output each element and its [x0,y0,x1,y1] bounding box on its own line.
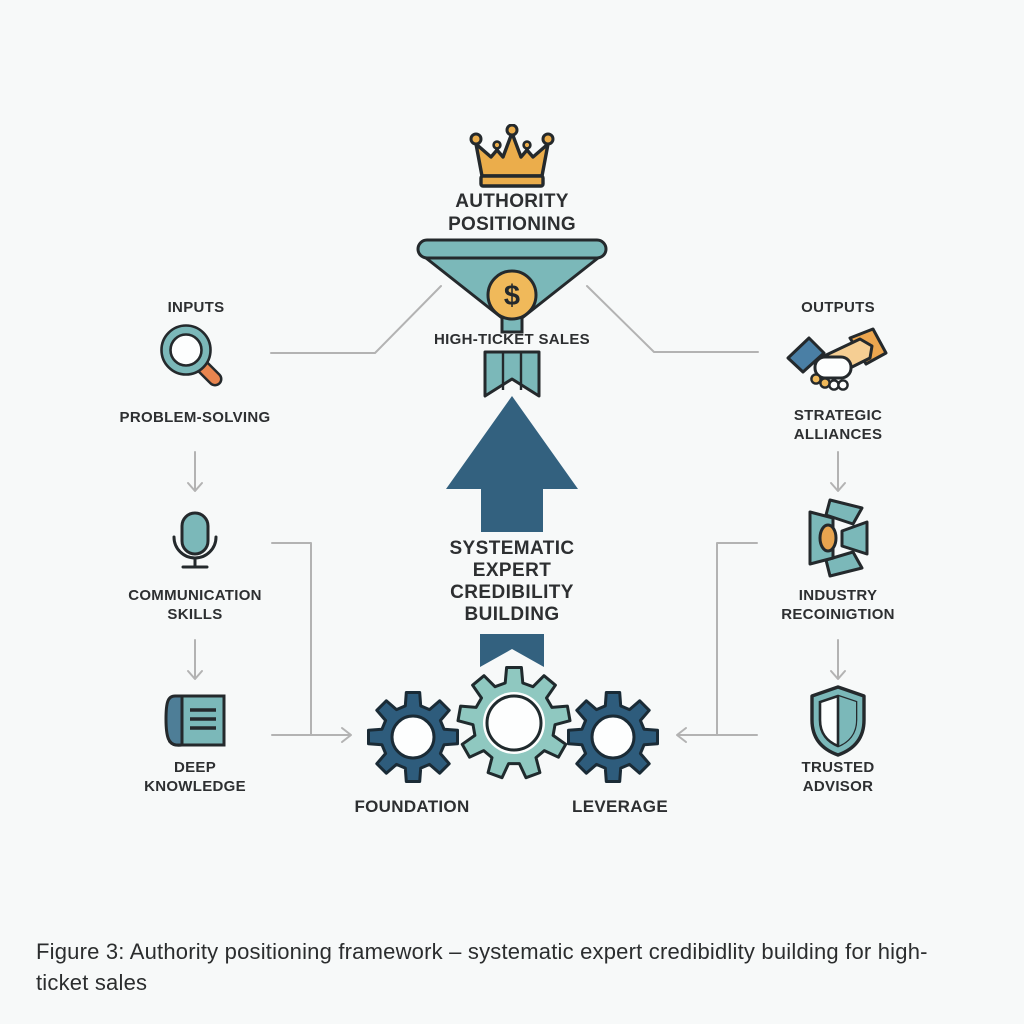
banner-icon [480,634,544,673]
microphone-icon [165,510,225,577]
figure-caption: Figure 3: Authority positioning framewor… [36,939,928,995]
foundation-label: FOUNDATION [354,797,470,816]
deep-knowledge-label: DEEP KNOWLEDGE [144,759,246,795]
systematic-credibility-label: SYSTEMATIC EXPERT CREDIBILITY BUILDING [449,538,575,625]
ribbon-icon [482,350,542,405]
funnel-icon: $ [416,238,608,339]
strategic-alliances-label: STRATEGIC ALLIANCES [793,407,883,443]
spotlight-icon [796,498,880,583]
book-icon [159,692,231,755]
high-ticket-sales-label: HIGH-TICKET SALES [434,331,590,348]
crown-icon [464,123,560,201]
trusted-advisor-label: TRUSTED ADVISOR [801,759,875,795]
magnifier-icon [156,322,226,397]
authority-positioning-label: AUTHORITY POSITIONING [448,191,576,235]
industry-recognition-label: INDUSTRY RECOINIGTION [781,587,895,623]
shield-icon [806,684,870,765]
svg-text:$: $ [504,280,520,312]
dollar-coin-icon: $ [486,269,538,321]
gears-icon [367,666,659,783]
communication-skills-label: COMMUNICATION SKILLS [128,587,262,623]
outputs-heading: OUTPUTS [801,299,875,316]
up-arrow-icon [440,392,584,541]
inputs-heading: INPUTS [167,299,225,316]
handshake-icon [786,326,890,403]
leverage-label: LEVERAGE [572,797,668,816]
problem-solving-label: PROBLEM-SOLVING [119,409,271,426]
